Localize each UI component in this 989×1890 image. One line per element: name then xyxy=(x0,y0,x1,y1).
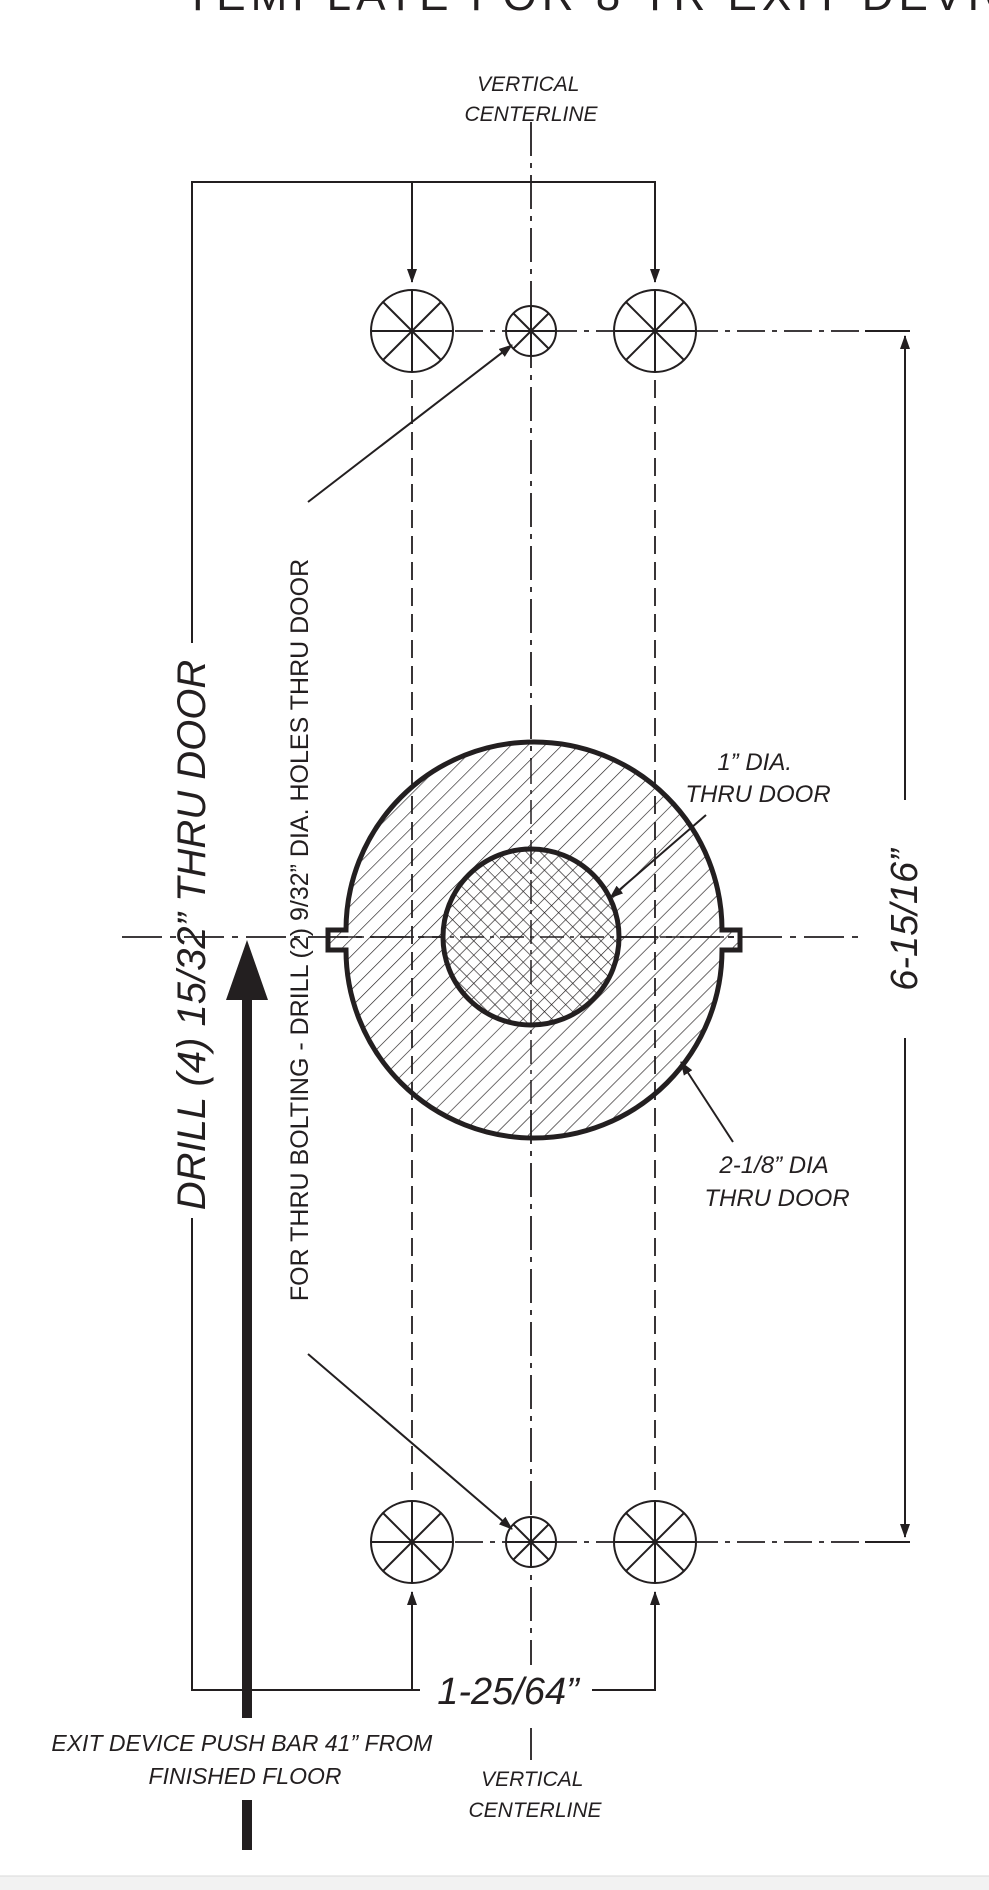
vertical-centerline-label-bottom: VERTICAL CENTERLINE xyxy=(468,1768,602,1822)
page-title: TEMPLATE FOR 8 TR EXIT DEVICE xyxy=(184,0,989,20)
vertical-dimension-label: 6-15/16” xyxy=(884,847,926,991)
footer-band xyxy=(0,1876,989,1890)
large-drill-hole-bottom-left xyxy=(370,1500,454,1584)
vertical-centerline-label-top: VERTICAL CENTERLINE xyxy=(464,73,598,126)
horizontal-dimension-label: 1-25/64” xyxy=(437,1671,581,1713)
small-drill-hole-top xyxy=(505,305,557,357)
vertical-dimension xyxy=(865,330,910,1543)
large-drill-hole-bottom-right xyxy=(613,1500,697,1584)
thru-bolting-note: FOR THRU BOLTING - DRILL (2) 9/32” DIA. … xyxy=(286,559,314,1301)
push-bar-arrow xyxy=(226,940,268,1850)
large-drill-hole-top-left xyxy=(370,289,454,373)
drill-four-holes-label: DRILL (4) 15/32” THRU DOOR xyxy=(170,660,214,1211)
inner-hole-callout: 1” DIA. THRU DOOR xyxy=(685,749,830,808)
outer-hole-callout: 2-1/8” DIA THRU DOOR xyxy=(704,1152,849,1212)
small-drill-hole-bottom xyxy=(505,1516,557,1568)
push-bar-note: EXIT DEVICE PUSH BAR 41” FROM FINISHED F… xyxy=(51,1730,438,1789)
drill-leader-lines xyxy=(191,181,734,1691)
large-drill-hole-top-right xyxy=(613,289,697,373)
